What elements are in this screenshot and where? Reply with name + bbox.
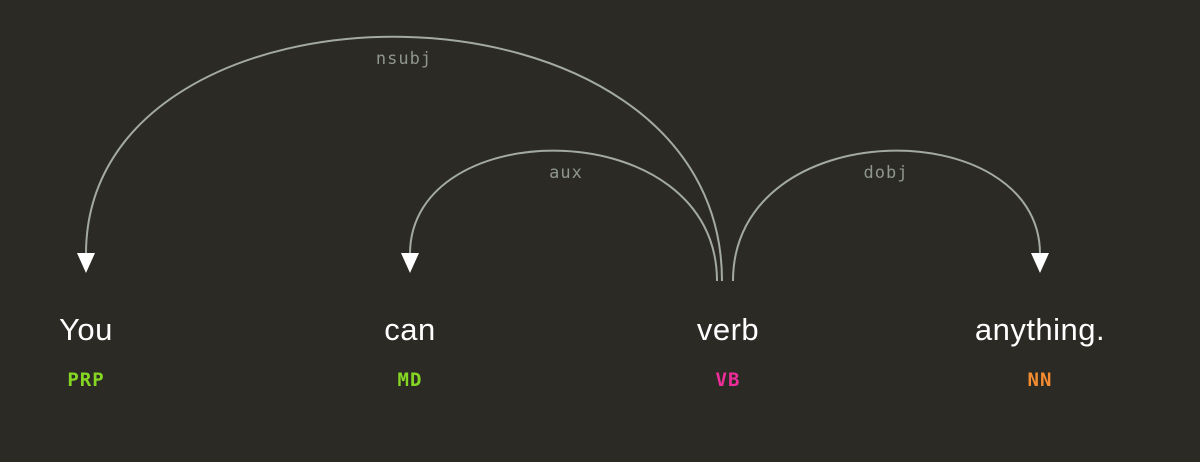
- arc-label-nsubj: nsubj: [376, 49, 432, 69]
- dependency-arc-aux: [409, 149, 718, 282]
- token-nn: anything. NN: [975, 312, 1105, 391]
- token-word: verb: [696, 312, 760, 347]
- arrowhead-icon: [1031, 253, 1049, 273]
- arc-label-dobj: dobj: [864, 163, 909, 183]
- token-pos-tag: MD: [397, 369, 423, 391]
- dependency-arc-nsubj: [85, 35, 723, 282]
- token-word: You: [59, 312, 113, 347]
- dependency-arc-dobj: [732, 149, 1041, 282]
- token-word: anything.: [974, 312, 1106, 347]
- arrowhead-icon: [401, 253, 419, 273]
- token-pos-tag: NN: [1027, 369, 1053, 391]
- token-pos-tag: VB: [715, 369, 741, 391]
- token-pos-tag: PRP: [67, 369, 105, 391]
- arc-label-aux: aux: [549, 163, 583, 183]
- arrowhead-icon: [77, 253, 95, 273]
- token-word: can: [384, 312, 436, 347]
